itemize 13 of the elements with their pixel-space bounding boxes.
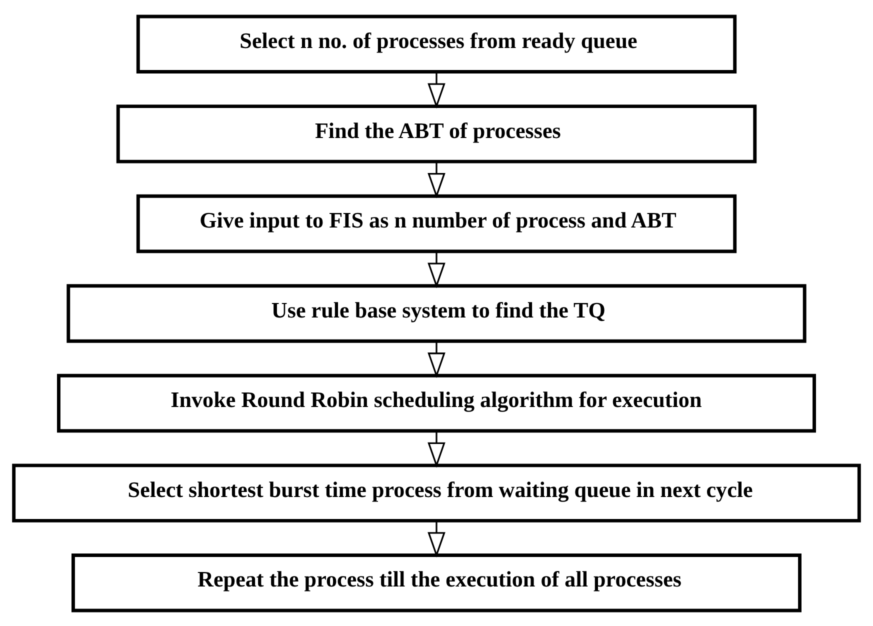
arrow [428,340,446,378]
node-box: Use rule base system to find the TQ [66,284,806,342]
node-box: Give input to FIS as n number of process and ABT [136,194,737,253]
node-box: Repeat the process till the execution of all processes [72,553,802,612]
node-box: Select shortest burst time process from waiting queue in next cycle [12,463,861,522]
node-box: Select n no. of processes from ready queue [136,14,737,73]
arrow [428,72,446,108]
arrow [428,430,446,468]
arrow [428,251,446,288]
arrow [428,161,446,198]
arrow [428,520,446,558]
node-box: Invoke Round Robin scheduling algorithm for execution [57,373,816,432]
node-box: Find the ABT of processes [116,104,757,163]
